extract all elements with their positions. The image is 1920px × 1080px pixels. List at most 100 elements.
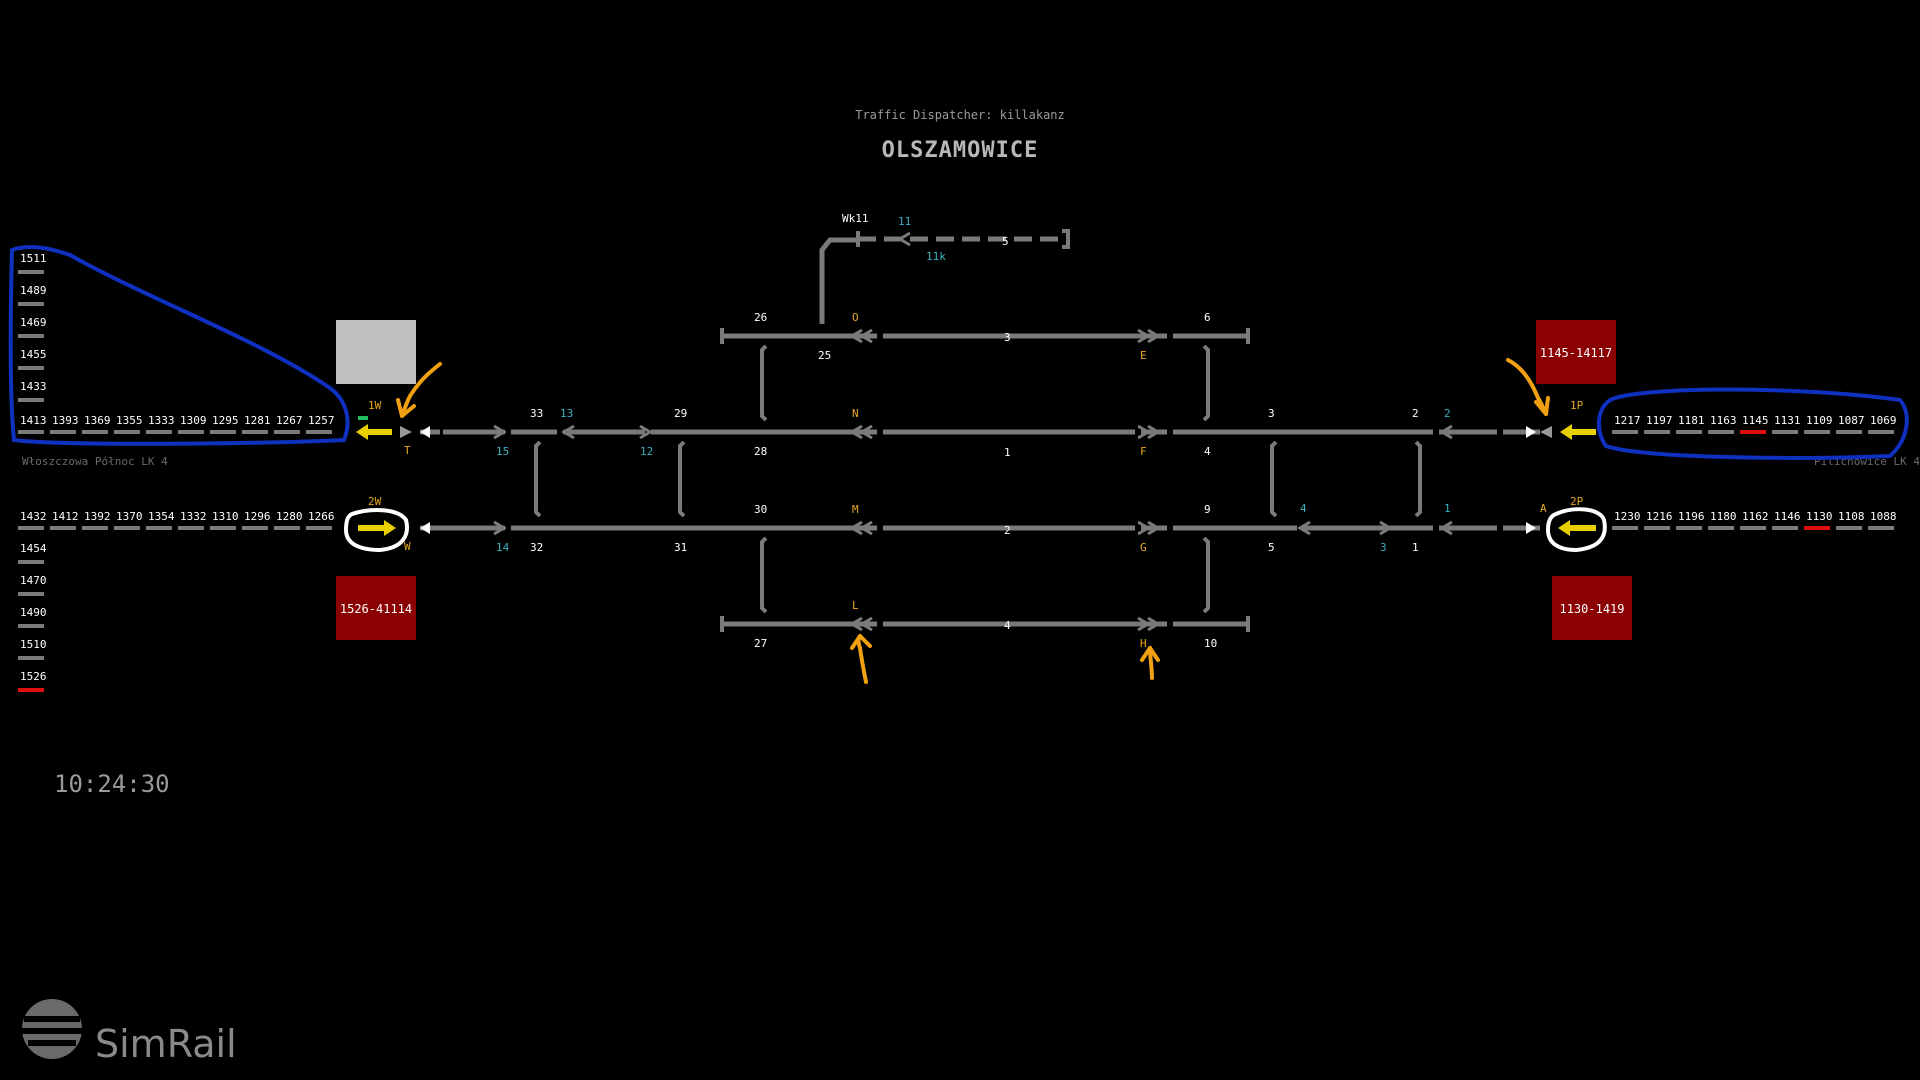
block-top-left-segment[interactable] — [178, 430, 204, 434]
signal-t-label[interactable]: T — [404, 444, 411, 457]
occupied-segments — [356, 424, 1596, 536]
block-bottom-right-segment[interactable] — [1868, 526, 1894, 530]
switch-15-label[interactable]: 15 — [496, 445, 509, 458]
block-bottom-left-label: 1392 — [84, 510, 111, 523]
section-2-label: 2 — [1412, 407, 1419, 420]
simrail-logo — [22, 999, 82, 1059]
block-bottom-left-label: 1296 — [244, 510, 271, 523]
block-top-right-segment[interactable] — [1708, 430, 1734, 434]
signal-l-label[interactable]: L — [852, 599, 859, 612]
block-bottom-left-col-segment[interactable] — [18, 560, 44, 564]
block-bottom-left-segment[interactable] — [82, 526, 108, 530]
signal-f-label[interactable]: F — [1140, 445, 1147, 458]
block-bottom-right-segment[interactable] — [1612, 526, 1638, 530]
annotation-blue-left — [8, 245, 350, 446]
block-top-left-col-segment[interactable] — [18, 302, 44, 306]
switch-14-label[interactable]: 14 — [496, 541, 510, 554]
block-top-left-col-label: 1455 — [20, 348, 47, 361]
block-bottom-left-segment[interactable] — [274, 526, 300, 530]
block-top-right-label: 1069 — [1870, 414, 1897, 427]
signal-1w-indicator — [358, 416, 368, 420]
block-bottom-left-col-label: 1490 — [20, 606, 47, 619]
block-bottom-left-segment[interactable] — [50, 526, 76, 530]
block-bottom-left-col-segment[interactable] — [18, 688, 44, 692]
block-top-left-col-segment[interactable] — [18, 398, 44, 402]
signal-n-label[interactable]: N — [852, 407, 859, 420]
block-top-right-segment[interactable] — [1836, 430, 1862, 434]
block-bottom-left-segment[interactable] — [242, 526, 268, 530]
block-top-left-col-segment[interactable] — [18, 270, 44, 274]
switch-4-label[interactable]: 4 — [1300, 502, 1307, 515]
block-top-right-segment[interactable] — [1740, 430, 1766, 434]
section-33-label: 33 — [530, 407, 543, 420]
block-bottom-left-label: 1354 — [148, 510, 175, 523]
block-bottom-left-segment[interactable] — [306, 526, 332, 530]
switch-1-label[interactable]: 1 — [1444, 502, 1451, 515]
block-top-left-segment[interactable] — [306, 430, 332, 434]
signal-2p-label[interactable]: 2P — [1570, 495, 1584, 508]
block-bottom-left-segment[interactable] — [210, 526, 236, 530]
block-bottom-left-segment[interactable] — [18, 526, 44, 530]
block-bottom-right-segment[interactable] — [1644, 526, 1670, 530]
block-top-right-label: 1217 — [1614, 414, 1641, 427]
block-top-right-segment[interactable] — [1772, 430, 1798, 434]
switch-11k-label[interactable]: 11k — [926, 250, 946, 263]
switch-13-label[interactable]: 13 — [560, 407, 573, 420]
signal-m-label[interactable]: M — [852, 503, 859, 516]
block-bottom-right-segment[interactable] — [1708, 526, 1734, 530]
block-bottom-left-col-label: 1470 — [20, 574, 47, 587]
train-box-bottom-right[interactable] — [1552, 576, 1632, 640]
section-29-label: 29 — [674, 407, 687, 420]
block-bottom-left-col-segment[interactable] — [18, 592, 44, 596]
train-box-top-right[interactable] — [1536, 320, 1616, 384]
block-top-left-segment[interactable] — [18, 430, 44, 434]
signal-o-label[interactable]: O — [852, 311, 859, 324]
connector-e-f — [1202, 344, 1210, 422]
switch-3-label[interactable]: 3 — [1380, 541, 1387, 554]
block-bottom-left-segment[interactable] — [114, 526, 140, 530]
train-box-bottom-left[interactable] — [336, 576, 416, 640]
switch-2-label[interactable]: 2 — [1444, 407, 1451, 420]
section-labels: 33 29 26 25 28 30 31 32 27 6 3 2 4 9 5 1… — [530, 311, 1419, 650]
signal-1w-label[interactable]: 1W — [368, 399, 382, 412]
block-top-right-segment[interactable] — [1804, 430, 1830, 434]
block-bottom-right-segment[interactable] — [1740, 526, 1766, 530]
block-top-left-label: 1257 — [308, 414, 335, 427]
placeholder-box[interactable] — [336, 320, 416, 384]
signal-h-label[interactable]: H — [1140, 637, 1147, 650]
block-bottom-left-col-segment[interactable] — [18, 624, 44, 628]
signal-g-label[interactable]: G — [1140, 541, 1147, 554]
block-bottom-left-label: 1280 — [276, 510, 303, 523]
block-top-left-segment[interactable] — [50, 430, 76, 434]
block-top-left-segment[interactable] — [114, 430, 140, 434]
signal-2w-label[interactable]: 2W — [368, 495, 382, 508]
block-top-left-segment[interactable] — [274, 430, 300, 434]
switch-12-label[interactable]: 12 — [640, 445, 653, 458]
block-top-left-segment[interactable] — [242, 430, 268, 434]
signal-e-label[interactable]: E — [1140, 349, 1147, 362]
signal-w-label[interactable]: W — [404, 540, 411, 553]
block-bottom-right-segment[interactable] — [1772, 526, 1798, 530]
block-bottom-left-col-segment[interactable] — [18, 656, 44, 660]
signal-1p-label[interactable]: 1P — [1570, 399, 1584, 412]
annotation-blue-right — [1597, 387, 1909, 460]
block-top-right-segment[interactable] — [1676, 430, 1702, 434]
block-top-right-segment[interactable] — [1868, 430, 1894, 434]
block-bottom-left-segment[interactable] — [178, 526, 204, 530]
signal-a-label[interactable]: A — [1540, 502, 1547, 515]
block-top-left-segment[interactable] — [146, 430, 172, 434]
block-top-right-segment[interactable] — [1644, 430, 1670, 434]
block-top-left-col-segment[interactable] — [18, 366, 44, 370]
block-top-left-col-segment[interactable] — [18, 334, 44, 338]
annotation-white-2w — [343, 508, 409, 553]
block-bottom-right-segment[interactable] — [1836, 526, 1862, 530]
block-top-left-segment[interactable] — [82, 430, 108, 434]
block-top-left-segment[interactable] — [210, 430, 236, 434]
block-top-right-segment[interactable] — [1612, 430, 1638, 434]
block-bottom-right-segment[interactable] — [1676, 526, 1702, 530]
block-bottom-right-segment[interactable] — [1804, 526, 1830, 530]
section-31-label: 31 — [674, 541, 687, 554]
block-bottom-left-segment[interactable] — [146, 526, 172, 530]
switch-11-label[interactable]: 11 — [898, 215, 911, 228]
section-3-label: 3 — [1268, 407, 1275, 420]
